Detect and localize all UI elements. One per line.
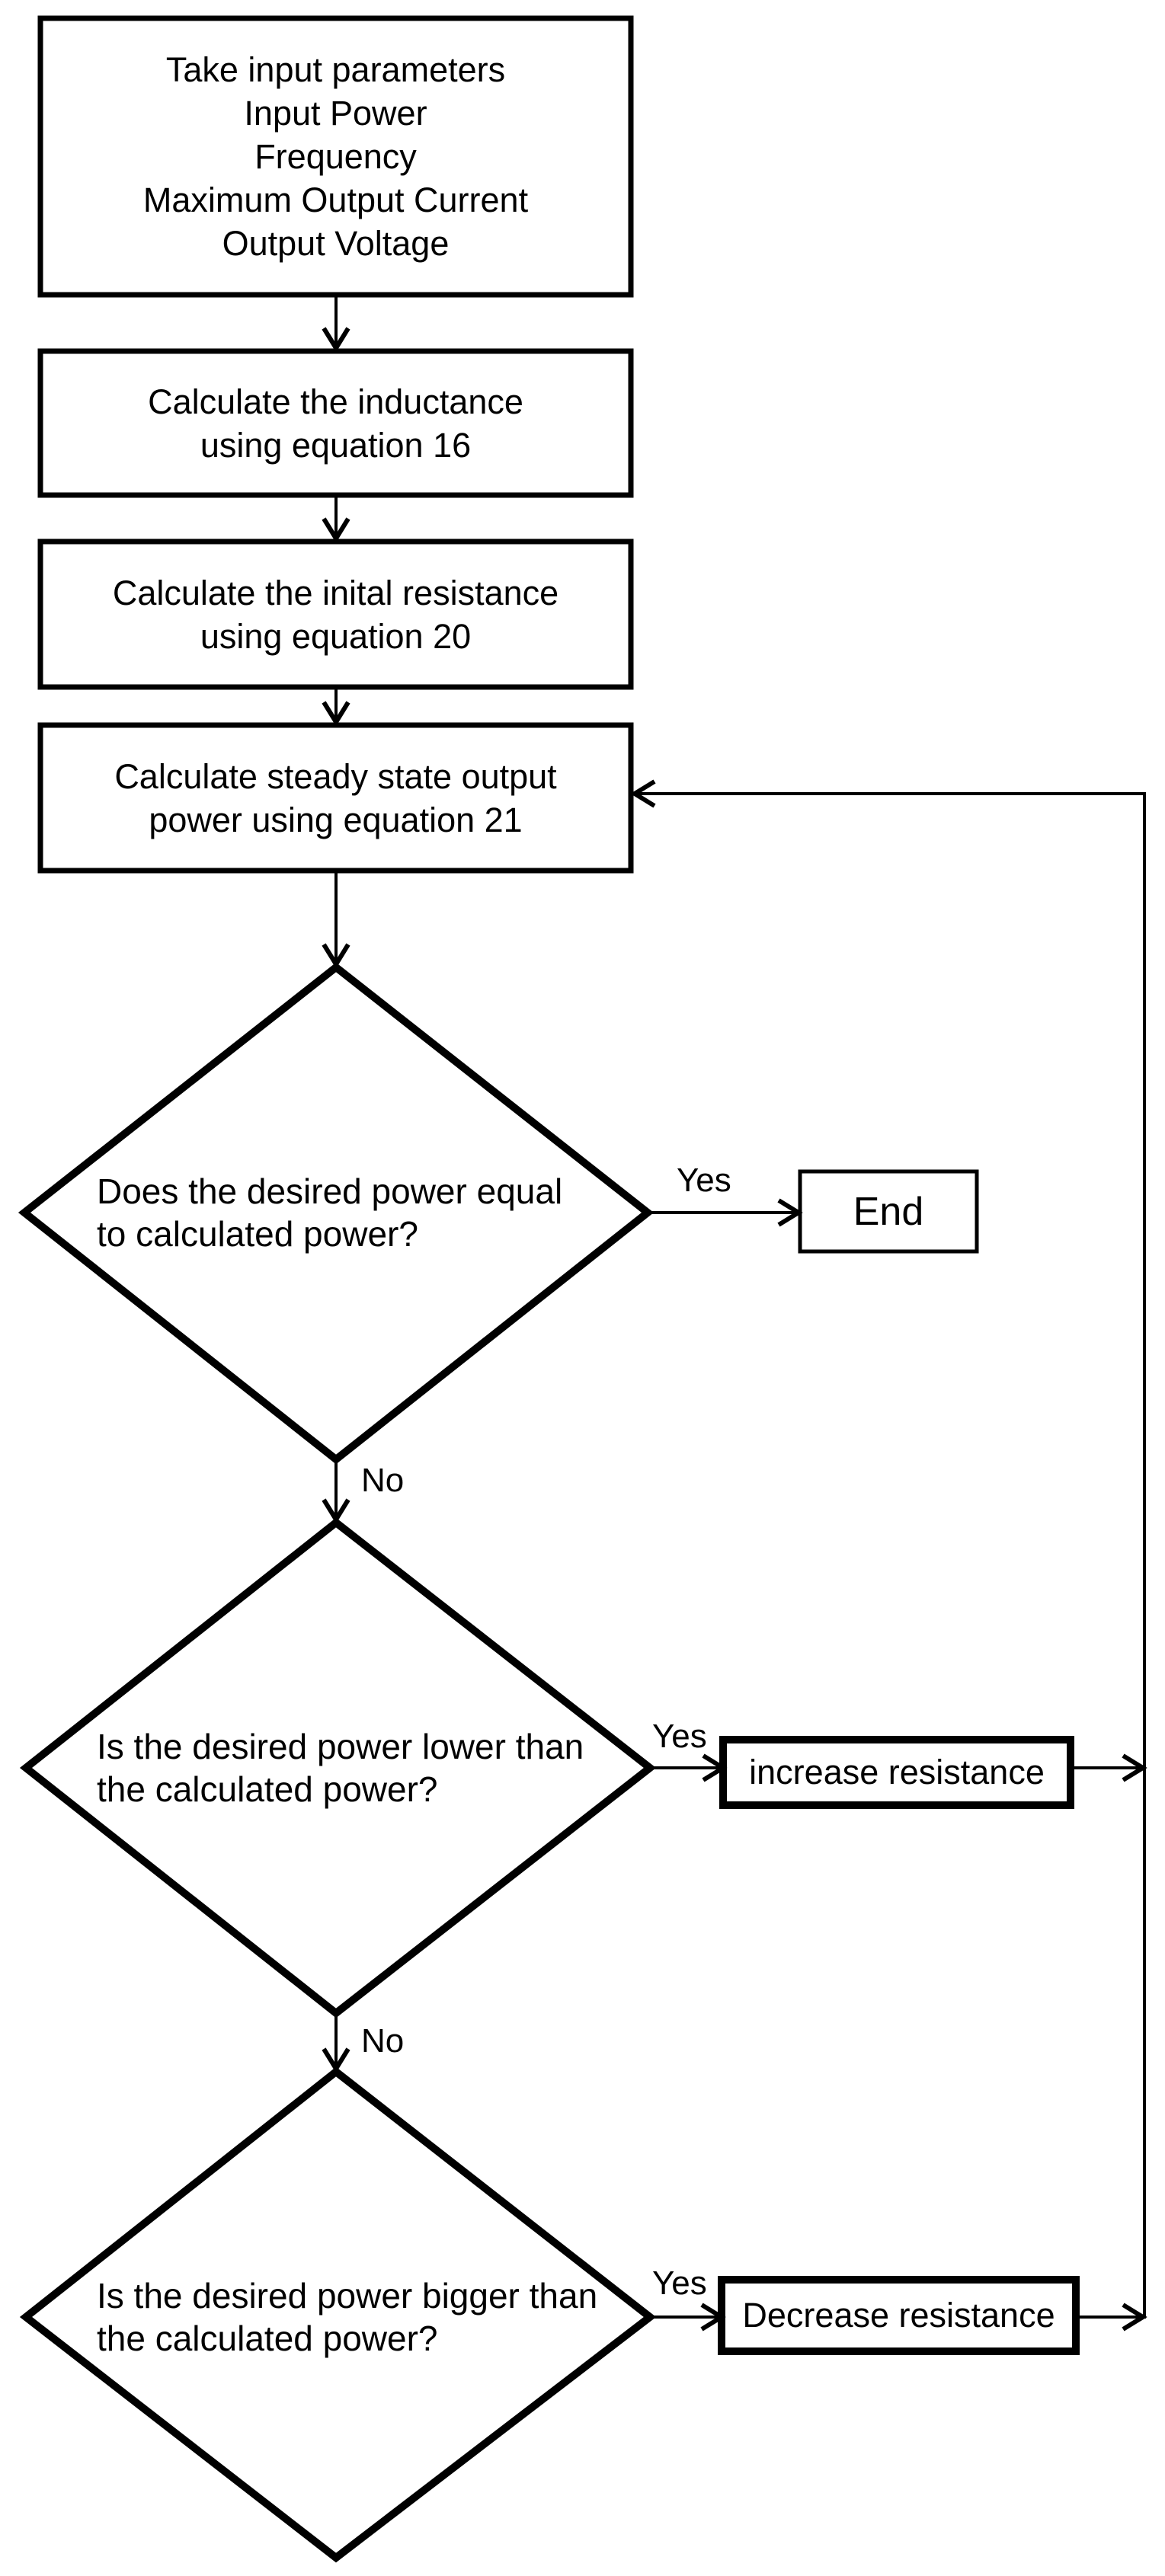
edge-label-yes-bigger: Yes — [652, 2264, 707, 2302]
node-label-input-params: Take input parameters Input Power Freque… — [142, 50, 529, 263]
arrowhead-down-icon — [322, 517, 350, 543]
node-label-decision-lower: Is the desired power lower than the calc… — [97, 1727, 584, 1809]
connector-increase-to-feedback — [1071, 1753, 1147, 1782]
node-label-decision-bigger: Is the desired power bigger than the cal… — [97, 2276, 598, 2358]
arrowhead-left-icon — [630, 779, 656, 808]
node-label-increase-resistance: increase resistance — [749, 1753, 1045, 1791]
edge-label-yes-lower: Yes — [652, 1718, 707, 1755]
connector-decrease-to-feedback — [1076, 2303, 1147, 2332]
process-box-input-params — [37, 15, 634, 298]
arrowhead-down-icon — [322, 1498, 350, 1524]
node-label-calc-steady-state-power: Calculate steady state output power usin… — [114, 756, 557, 839]
edge-label-no-lower: No — [361, 2022, 405, 2060]
node-label-calc-inductance: Calculate the inductance using equation … — [148, 382, 523, 465]
node-label-decision-equal: Does the desired power equal to calculat… — [97, 1171, 563, 1254]
connector-lower-yes-to-increase — [648, 1753, 728, 1782]
process-box-calc-inductance — [37, 348, 634, 498]
increase-resistance-box — [719, 1736, 1074, 1809]
edge-label-no-equal: No — [361, 1462, 405, 1499]
arrowhead-down-icon — [322, 2047, 350, 2073]
connector-input-to-inductance — [322, 292, 350, 353]
connector-bigger-yes-to-decrease — [648, 2303, 726, 2332]
arrowhead-down-icon — [322, 943, 350, 969]
decision-diamond-bigger — [19, 2066, 657, 2563]
arrowhead-down-icon — [322, 327, 350, 353]
node-label-end: End — [853, 1189, 924, 1234]
end-box — [798, 1169, 979, 1254]
node-label-calc-initial-resistance: Calculate the inital resistance using eq… — [112, 573, 559, 656]
arrowhead-right-icon — [702, 1753, 728, 1782]
connector-equal-no-to-lower — [322, 1458, 350, 1524]
connector-lower-no-to-bigger — [322, 2012, 350, 2073]
arrowhead-down-icon — [322, 701, 350, 727]
edge-label-yes-equal: Yes — [677, 1162, 731, 1199]
connector-equal-yes-to-end — [648, 1198, 803, 1227]
connector-resistance-to-power — [322, 688, 350, 727]
connector-inductance-to-resistance — [322, 494, 350, 543]
node-label-decrease-resistance: Decrease resistance — [742, 2296, 1055, 2335]
process-box-calc-steady-state-power — [37, 722, 634, 874]
feedback-loop-line — [630, 779, 1146, 2319]
connector-line — [639, 792, 1146, 2319]
arrowhead-right-icon — [777, 1198, 803, 1227]
connector-power-to-decision-equal — [322, 869, 350, 969]
arrowhead-right-icon — [700, 2303, 726, 2332]
